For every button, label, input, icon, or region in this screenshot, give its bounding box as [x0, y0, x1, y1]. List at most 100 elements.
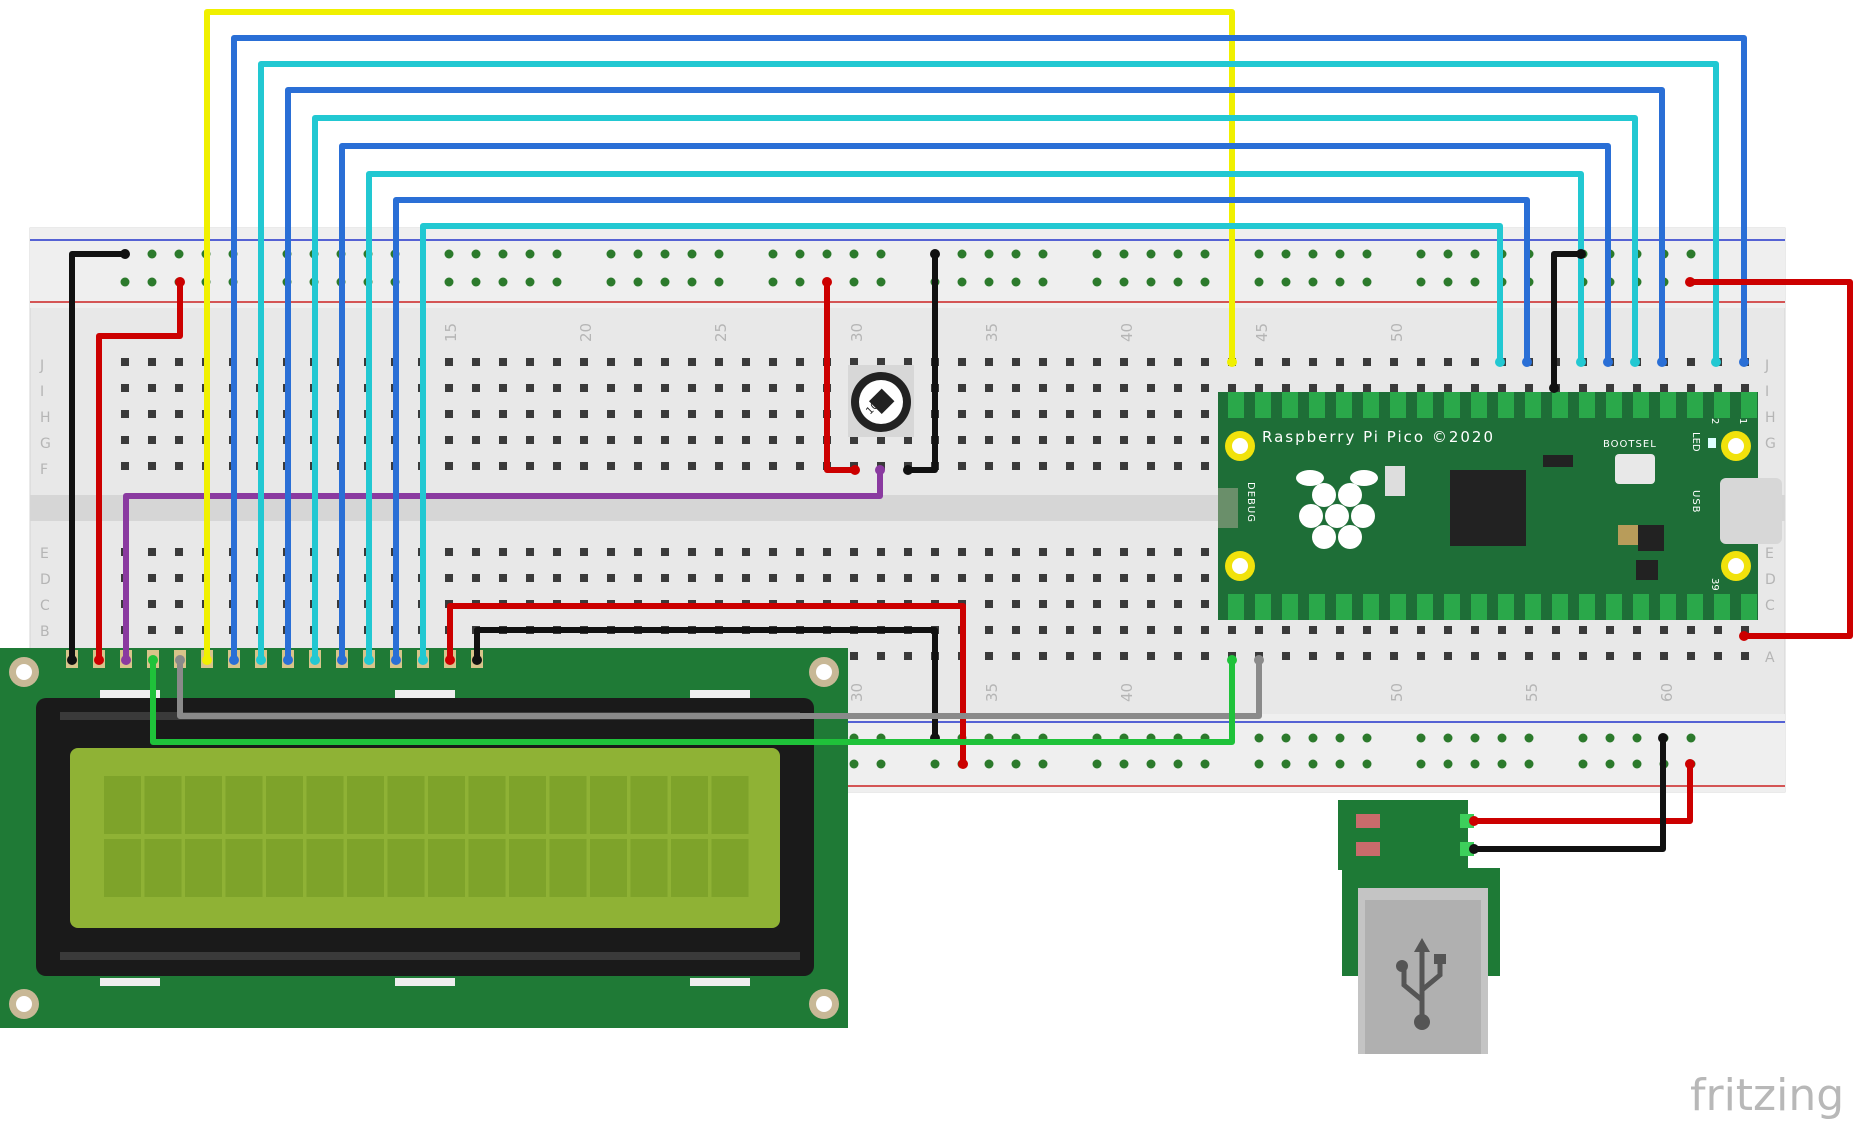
breadboard-hole	[1687, 358, 1695, 366]
rail-hole	[1335, 733, 1345, 743]
bootsel-button[interactable]	[1615, 454, 1655, 484]
wire-lcd-backlight-minus[interactable]	[474, 627, 938, 741]
wire-lcd-backlight-plus[interactable]	[447, 603, 966, 767]
breadboard-hole	[1741, 384, 1749, 392]
breadboard-hole	[148, 462, 156, 470]
breadboard-hole	[661, 384, 669, 392]
wire-lcd-data-4[interactable]	[312, 115, 1638, 663]
lcd-cell	[306, 776, 344, 834]
wire-lcd-gray[interactable]	[177, 657, 1262, 719]
wire-usb-gnd[interactable]	[1471, 735, 1666, 852]
rail-hole	[1281, 249, 1291, 259]
rail-hole	[1605, 759, 1615, 769]
wire-lcd-data-1[interactable]	[231, 35, 1747, 663]
rail-hole	[849, 277, 859, 287]
wire-lcd-gnd-end	[120, 249, 130, 259]
debug-pads	[1218, 488, 1238, 528]
breadboard-hole	[1066, 600, 1074, 608]
rail-hole	[1578, 733, 1588, 743]
breadboard-hole	[1552, 626, 1560, 634]
wire-pot-vcc-end	[850, 465, 860, 475]
breadboard-hole	[148, 626, 156, 634]
pico-pin	[1390, 594, 1406, 620]
wire-pot-vcc[interactable]	[824, 279, 858, 473]
breadboard-hole	[1120, 436, 1128, 444]
rail-hole	[444, 249, 454, 259]
pico-pin	[1309, 594, 1325, 620]
breadboard-hole	[445, 548, 453, 556]
lcd-mount-hole	[16, 996, 32, 1012]
breadboard-hole	[769, 574, 777, 582]
breadboard-hole	[1147, 626, 1155, 634]
breadboard-hole	[1039, 600, 1047, 608]
rail-hole	[1119, 759, 1129, 769]
breadboard-hole	[1201, 626, 1209, 634]
pin-1-label: 1	[1737, 418, 1748, 424]
pico-pin	[1336, 392, 1352, 418]
breadboard-hole	[553, 548, 561, 556]
wire-pot-gnd[interactable]	[905, 251, 938, 473]
lcd-cell	[671, 776, 708, 834]
wire-pico-vbus[interactable]	[1687, 279, 1853, 639]
wire-lcd-data-5-end	[337, 655, 347, 665]
breadboard-hole	[175, 574, 183, 582]
wire-pico-vbus-end	[1739, 631, 1749, 641]
wire-lcd-gnd[interactable]	[69, 251, 128, 663]
breadboard-hole	[715, 548, 723, 556]
wire-lcd-contrast[interactable]	[123, 467, 883, 663]
breadboard-hole	[1066, 626, 1074, 634]
breadboard-hole	[175, 384, 183, 392]
lcd-cell	[185, 839, 222, 897]
breadboard-hole	[175, 436, 183, 444]
rail-hole	[876, 759, 886, 769]
pico-pin	[1309, 392, 1325, 418]
wire-lcd-data-3-end	[283, 655, 293, 665]
breadboard-hole	[175, 410, 183, 418]
breadboard-hole	[1012, 384, 1020, 392]
rail-hole	[1011, 249, 1021, 259]
wire-lcd-vcc[interactable]	[96, 279, 183, 663]
pico-pin	[1552, 594, 1568, 620]
wire-lcd-contrast-end	[121, 655, 131, 665]
breadboard-hole	[1174, 548, 1182, 556]
breadboard-hole	[1282, 384, 1290, 392]
breadboard-hole	[1606, 652, 1614, 660]
breadboard-hole	[715, 574, 723, 582]
wire-lcd-data-8[interactable]	[420, 223, 1503, 663]
wire-lcd-contrast-end	[875, 465, 885, 475]
wire-usb-vcc[interactable]	[1471, 761, 1693, 824]
breadboard-hole	[1309, 358, 1317, 366]
wire-pico-gnd[interactable]	[1551, 251, 1584, 391]
wire-lcd-data-5[interactable]	[339, 143, 1611, 663]
breadboard-hole	[1066, 652, 1074, 660]
usb-label: USB	[1690, 490, 1701, 514]
col-number-40-bottom: 40	[1118, 683, 1136, 702]
potentiometer[interactable]: 104	[848, 365, 914, 437]
micro-usb-port[interactable]	[1720, 478, 1782, 544]
pico-pin	[1552, 392, 1568, 418]
breadboard-hole	[1660, 384, 1668, 392]
wire-lcd-data-2[interactable]	[258, 61, 1719, 663]
rail-hole	[525, 277, 535, 287]
breadboard-hole	[1363, 384, 1371, 392]
breadboard-hole	[958, 410, 966, 418]
breadboard-hole	[985, 462, 993, 470]
breadboard-hole	[985, 410, 993, 418]
lcd-screen	[70, 748, 780, 928]
breadboard-hole	[1417, 358, 1425, 366]
breadboard-hole	[1093, 548, 1101, 556]
wire-pot-gnd-end	[930, 249, 940, 259]
wire-lcd-data-7[interactable]	[393, 197, 1530, 663]
rail-hole	[795, 277, 805, 287]
rail-hole	[552, 249, 562, 259]
breadboard-hole	[121, 436, 129, 444]
breadboard-hole	[1093, 462, 1101, 470]
breadboard-hole	[1741, 626, 1749, 634]
wire-lcd-data-3[interactable]	[285, 87, 1665, 663]
breadboard-hole	[1444, 384, 1452, 392]
breadboard-hole	[1012, 358, 1020, 366]
wire-lcd-data-6[interactable]	[366, 171, 1584, 663]
wire-lcd-green[interactable]	[150, 657, 1235, 745]
wire-yellow-signal[interactable]	[204, 9, 1235, 663]
breadboard-hole	[877, 652, 885, 660]
